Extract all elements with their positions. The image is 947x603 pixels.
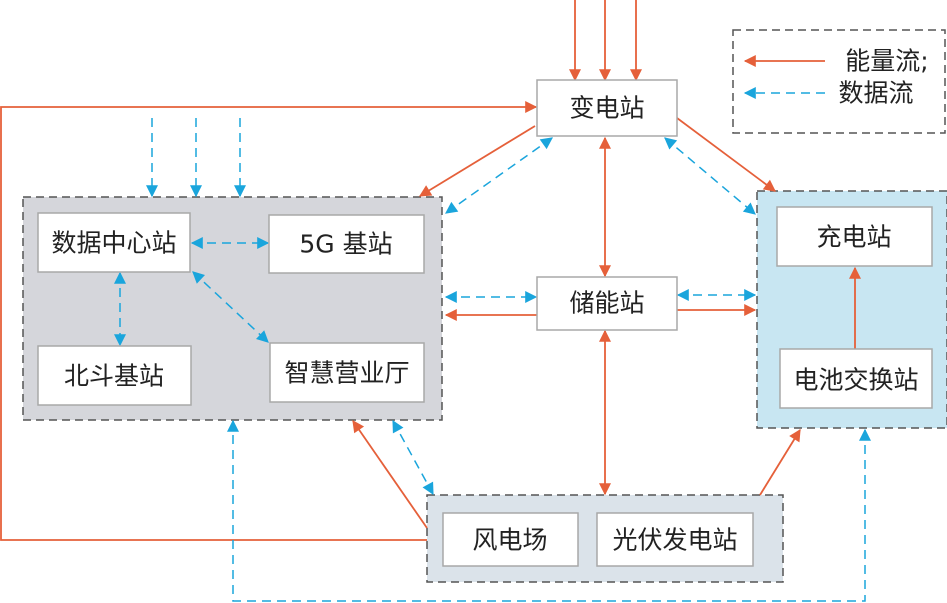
edges — [0, 0, 871, 602]
generation-grid-data — [392, 419, 434, 496]
wind-to-substation-energy — [0, 101, 538, 541]
svg-text:光伏发电站: 光伏发电站 — [612, 526, 737, 555]
node-pv-station: 光伏发电站 — [596, 512, 754, 567]
svg-text:变电站: 变电站 — [569, 94, 644, 123]
node-data-center: 数据中心站 — [37, 212, 191, 273]
svg-text:数据中心站: 数据中心站 — [51, 229, 176, 258]
substation-to-grid-energy — [418, 125, 536, 197]
node-charging-station: 充电站 — [776, 206, 933, 267]
substation-grid-data — [445, 137, 553, 214]
substation-charging-data — [664, 137, 756, 215]
datacenter-hall-data — [192, 271, 269, 343]
node-beidou-base-station: 北斗基站 — [37, 345, 192, 406]
node-storage-station: 储能站 — [536, 276, 678, 331]
svg-text:电池交换站: 电池交换站 — [793, 366, 918, 395]
charging-grid-data-loop — [227, 419, 871, 602]
generation-to-grid-energy — [352, 420, 428, 529]
svg-text:风电场: 风电场 — [472, 526, 547, 555]
node-5g-base-station: 5G 基站 — [268, 214, 425, 274]
svg-text:智慧营业厅: 智慧营业厅 — [284, 359, 409, 388]
svg-text:储能站: 储能站 — [569, 289, 644, 318]
svg-text:北斗基站: 北斗基站 — [64, 362, 164, 391]
data-flow-legend-label: 数据流 — [838, 79, 913, 108]
svg-text:5G 基站: 5G 基站 — [299, 230, 392, 259]
energy-flow-legend-label: 能量流; — [845, 47, 928, 76]
substation-to-charging-energy — [676, 117, 776, 192]
node-battery-swap-station: 电池交换站 — [779, 348, 933, 409]
legend: 能量流; 数据流 — [732, 29, 946, 134]
svg-text:充电站: 充电站 — [816, 223, 891, 252]
node-substation: 变电站 — [536, 79, 678, 137]
node-wind-farm: 风电场 — [442, 512, 579, 567]
generation-to-charging-energy — [759, 428, 801, 496]
node-smart-business-hall: 智慧营业厅 — [269, 342, 425, 403]
